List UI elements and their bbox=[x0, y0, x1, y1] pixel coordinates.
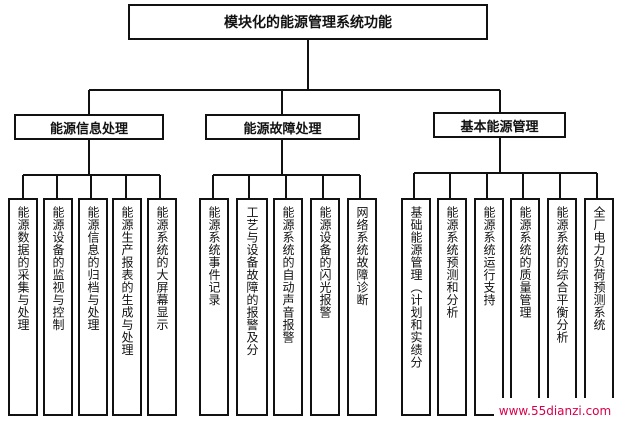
leaf-label: 网络系统故障诊断 bbox=[355, 206, 369, 306]
leaf-label: 能源系统的综合平衡分析 bbox=[555, 206, 569, 344]
category-box-basic: 基本能源管理 bbox=[433, 112, 566, 138]
root-title: 模块化的能源管理系统功能 bbox=[224, 15, 392, 31]
leaf-box: 基础能源管理（计划和实绩分 bbox=[401, 198, 431, 416]
category-label: 能源信息处理 bbox=[49, 121, 128, 137]
leaf-label: 能源系统预测和分析 bbox=[445, 206, 459, 319]
leaf-label: 能源生产报表的生成与处理 bbox=[120, 206, 134, 356]
category-label: 基本能源管理 bbox=[460, 119, 539, 135]
leaf-box: 能源设备的闪光报警 bbox=[310, 198, 340, 416]
watermark-text: www.55dianzi.com bbox=[498, 404, 612, 418]
leaf-box: 网络系统故障诊断 bbox=[347, 198, 377, 416]
leaf-label: 能源信息的归档与处理 bbox=[86, 206, 100, 331]
category-box-fault: 能源故障处理 bbox=[205, 114, 360, 140]
leaf-box: 能源系统的质量管理 bbox=[510, 198, 540, 416]
leaf-box: 能源生产报表的生成与处理 bbox=[112, 198, 142, 416]
leaf-label: 能源系统的大屏幕显示 bbox=[155, 206, 169, 331]
leaf-box: 能源系统事件记录 bbox=[199, 198, 229, 416]
leaf-label: 能源系统事件记录 bbox=[207, 206, 221, 306]
leaf-box: 能源系统预测和分析 bbox=[437, 198, 467, 416]
leaf-label: 基础能源管理（计划和实绩分 bbox=[409, 206, 423, 369]
leaf-box: 能源系统运行支持 bbox=[474, 198, 504, 416]
leaf-box: 能源数据的采集与处理 bbox=[8, 198, 38, 416]
leaf-box: 能源设备的监视与控制 bbox=[43, 198, 73, 416]
root-title-box: 模块化的能源管理系统功能 bbox=[128, 4, 488, 40]
leaf-box: 能源信息的归档与处理 bbox=[78, 198, 108, 416]
leaf-label: 能源数据的采集与处理 bbox=[16, 206, 30, 331]
category-label: 能源故障处理 bbox=[243, 121, 322, 137]
leaf-box: 工艺与设备故障的报警及分 bbox=[236, 198, 268, 416]
leaf-label: 能源设备的监视与控制 bbox=[51, 206, 65, 331]
watermark: www.55dianzi.com bbox=[494, 398, 616, 424]
leaf-box: 能源系统的综合平衡分析 bbox=[547, 198, 577, 416]
leaf-box: 全厂电力负荷预测系统 bbox=[584, 198, 614, 416]
leaf-label: 能源系统运行支持 bbox=[482, 206, 496, 306]
leaf-label: 能源设备的闪光报警 bbox=[318, 206, 332, 319]
leaf-label: 能源系统的质量管理 bbox=[518, 206, 532, 319]
leaf-label: 工艺与设备故障的报警及分 bbox=[245, 206, 259, 356]
leaf-label: 全厂电力负荷预测系统 bbox=[592, 206, 606, 331]
leaf-label: 能源系统的自动声音报警 bbox=[281, 206, 295, 344]
leaf-box: 能源系统的大屏幕显示 bbox=[147, 198, 177, 416]
leaf-box: 能源系统的自动声音报警 bbox=[273, 198, 303, 416]
category-box-info: 能源信息处理 bbox=[14, 114, 164, 140]
